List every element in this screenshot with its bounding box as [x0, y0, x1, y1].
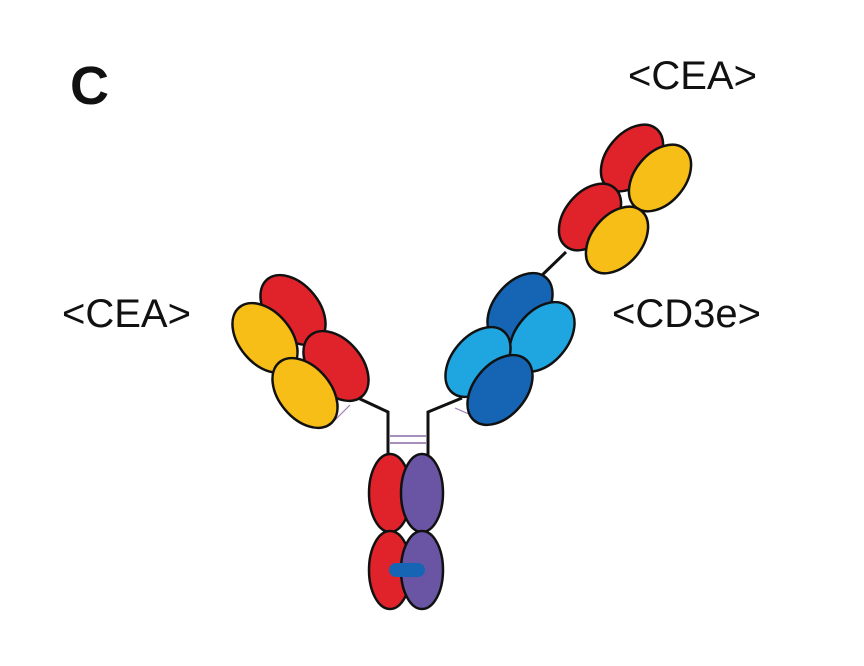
left-hinge-line — [357, 396, 390, 458]
left-fab-cea — [231, 273, 370, 430]
disulfide-bonds — [390, 435, 426, 444]
fc-region — [367, 452, 445, 611]
right-fab-cd3e — [444, 271, 576, 427]
right-hinge-line — [426, 396, 463, 458]
cd3-dark-domain-bottom — [466, 353, 534, 427]
cea-label-top-right: <CEA> — [628, 54, 757, 98]
light-chain-links — [329, 404, 479, 426]
left-cl-domain — [271, 356, 339, 430]
cea-label-left: <CEA> — [62, 292, 191, 336]
knob-into-hole — [389, 563, 425, 577]
cd3e-label: <CD3e> — [612, 292, 761, 336]
panel-label: C — [70, 56, 109, 116]
top-cl-domain — [584, 205, 650, 275]
top-right-fab-cea — [557, 123, 693, 275]
fc-ch2-domain-purple — [399, 452, 445, 534]
